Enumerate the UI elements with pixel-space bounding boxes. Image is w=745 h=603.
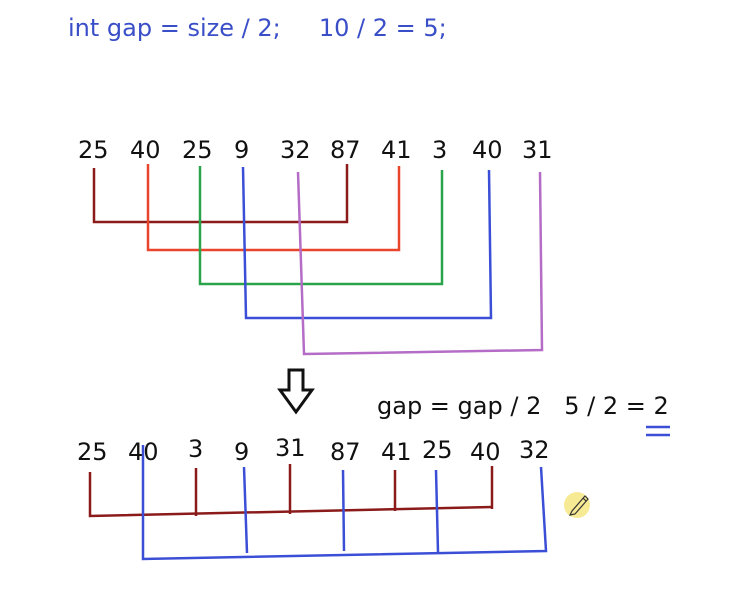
step1-value-5: 32 <box>280 136 311 164</box>
step1-value-9: 40 <box>472 136 503 164</box>
step1-value-6: 87 <box>330 136 361 164</box>
pencil-icon <box>564 492 590 518</box>
step1-value-2: 40 <box>130 136 161 164</box>
step2-value-7: 41 <box>381 438 412 466</box>
group-tick-5 <box>242 466 249 554</box>
step2-value-2: 40 <box>128 438 159 466</box>
group-tick-6 <box>341 469 346 552</box>
pair-line-5-10 <box>296 171 544 356</box>
code-header: int gap = size / 2; 10 / 2 = 5; <box>68 14 447 42</box>
step2-value-10: 32 <box>519 436 550 464</box>
step1-value-8: 3 <box>432 136 448 164</box>
group-tick-7 <box>434 469 440 553</box>
step2-value-4: 9 <box>234 438 250 466</box>
group-line-odd <box>141 445 548 561</box>
step2-value-9: 40 <box>470 438 501 466</box>
step2-value-5: 31 <box>275 434 306 462</box>
pair-line-1-6 <box>92 164 349 224</box>
code-line: int gap = size / 2; <box>68 14 281 42</box>
pair-line-2-7 <box>146 164 401 252</box>
pair-line-3-8 <box>198 166 444 286</box>
step1-value-10: 31 <box>522 136 553 164</box>
down-arrow-icon <box>277 368 315 415</box>
step1-value-7: 41 <box>381 136 412 164</box>
step1-value-1: 25 <box>78 136 109 164</box>
gap-result: 2 <box>653 392 669 420</box>
calc-line: 10 / 2 = 5; <box>318 14 447 42</box>
pair-line-4-9 <box>241 166 493 320</box>
step2-value-6: 87 <box>330 438 361 466</box>
step2-value-3: 3 <box>188 435 204 463</box>
gap-note: gap = gap / 2 5 / 2 = 2 <box>377 392 669 420</box>
group-line-even <box>88 472 493 518</box>
step1-value-3: 25 <box>182 136 213 164</box>
gap-note-prefix: gap = gap / 2 5 / 2 = <box>377 392 654 420</box>
step1-value-4: 9 <box>234 136 250 164</box>
step2-value-1: 25 <box>77 438 108 466</box>
step2-value-8: 25 <box>422 436 453 464</box>
